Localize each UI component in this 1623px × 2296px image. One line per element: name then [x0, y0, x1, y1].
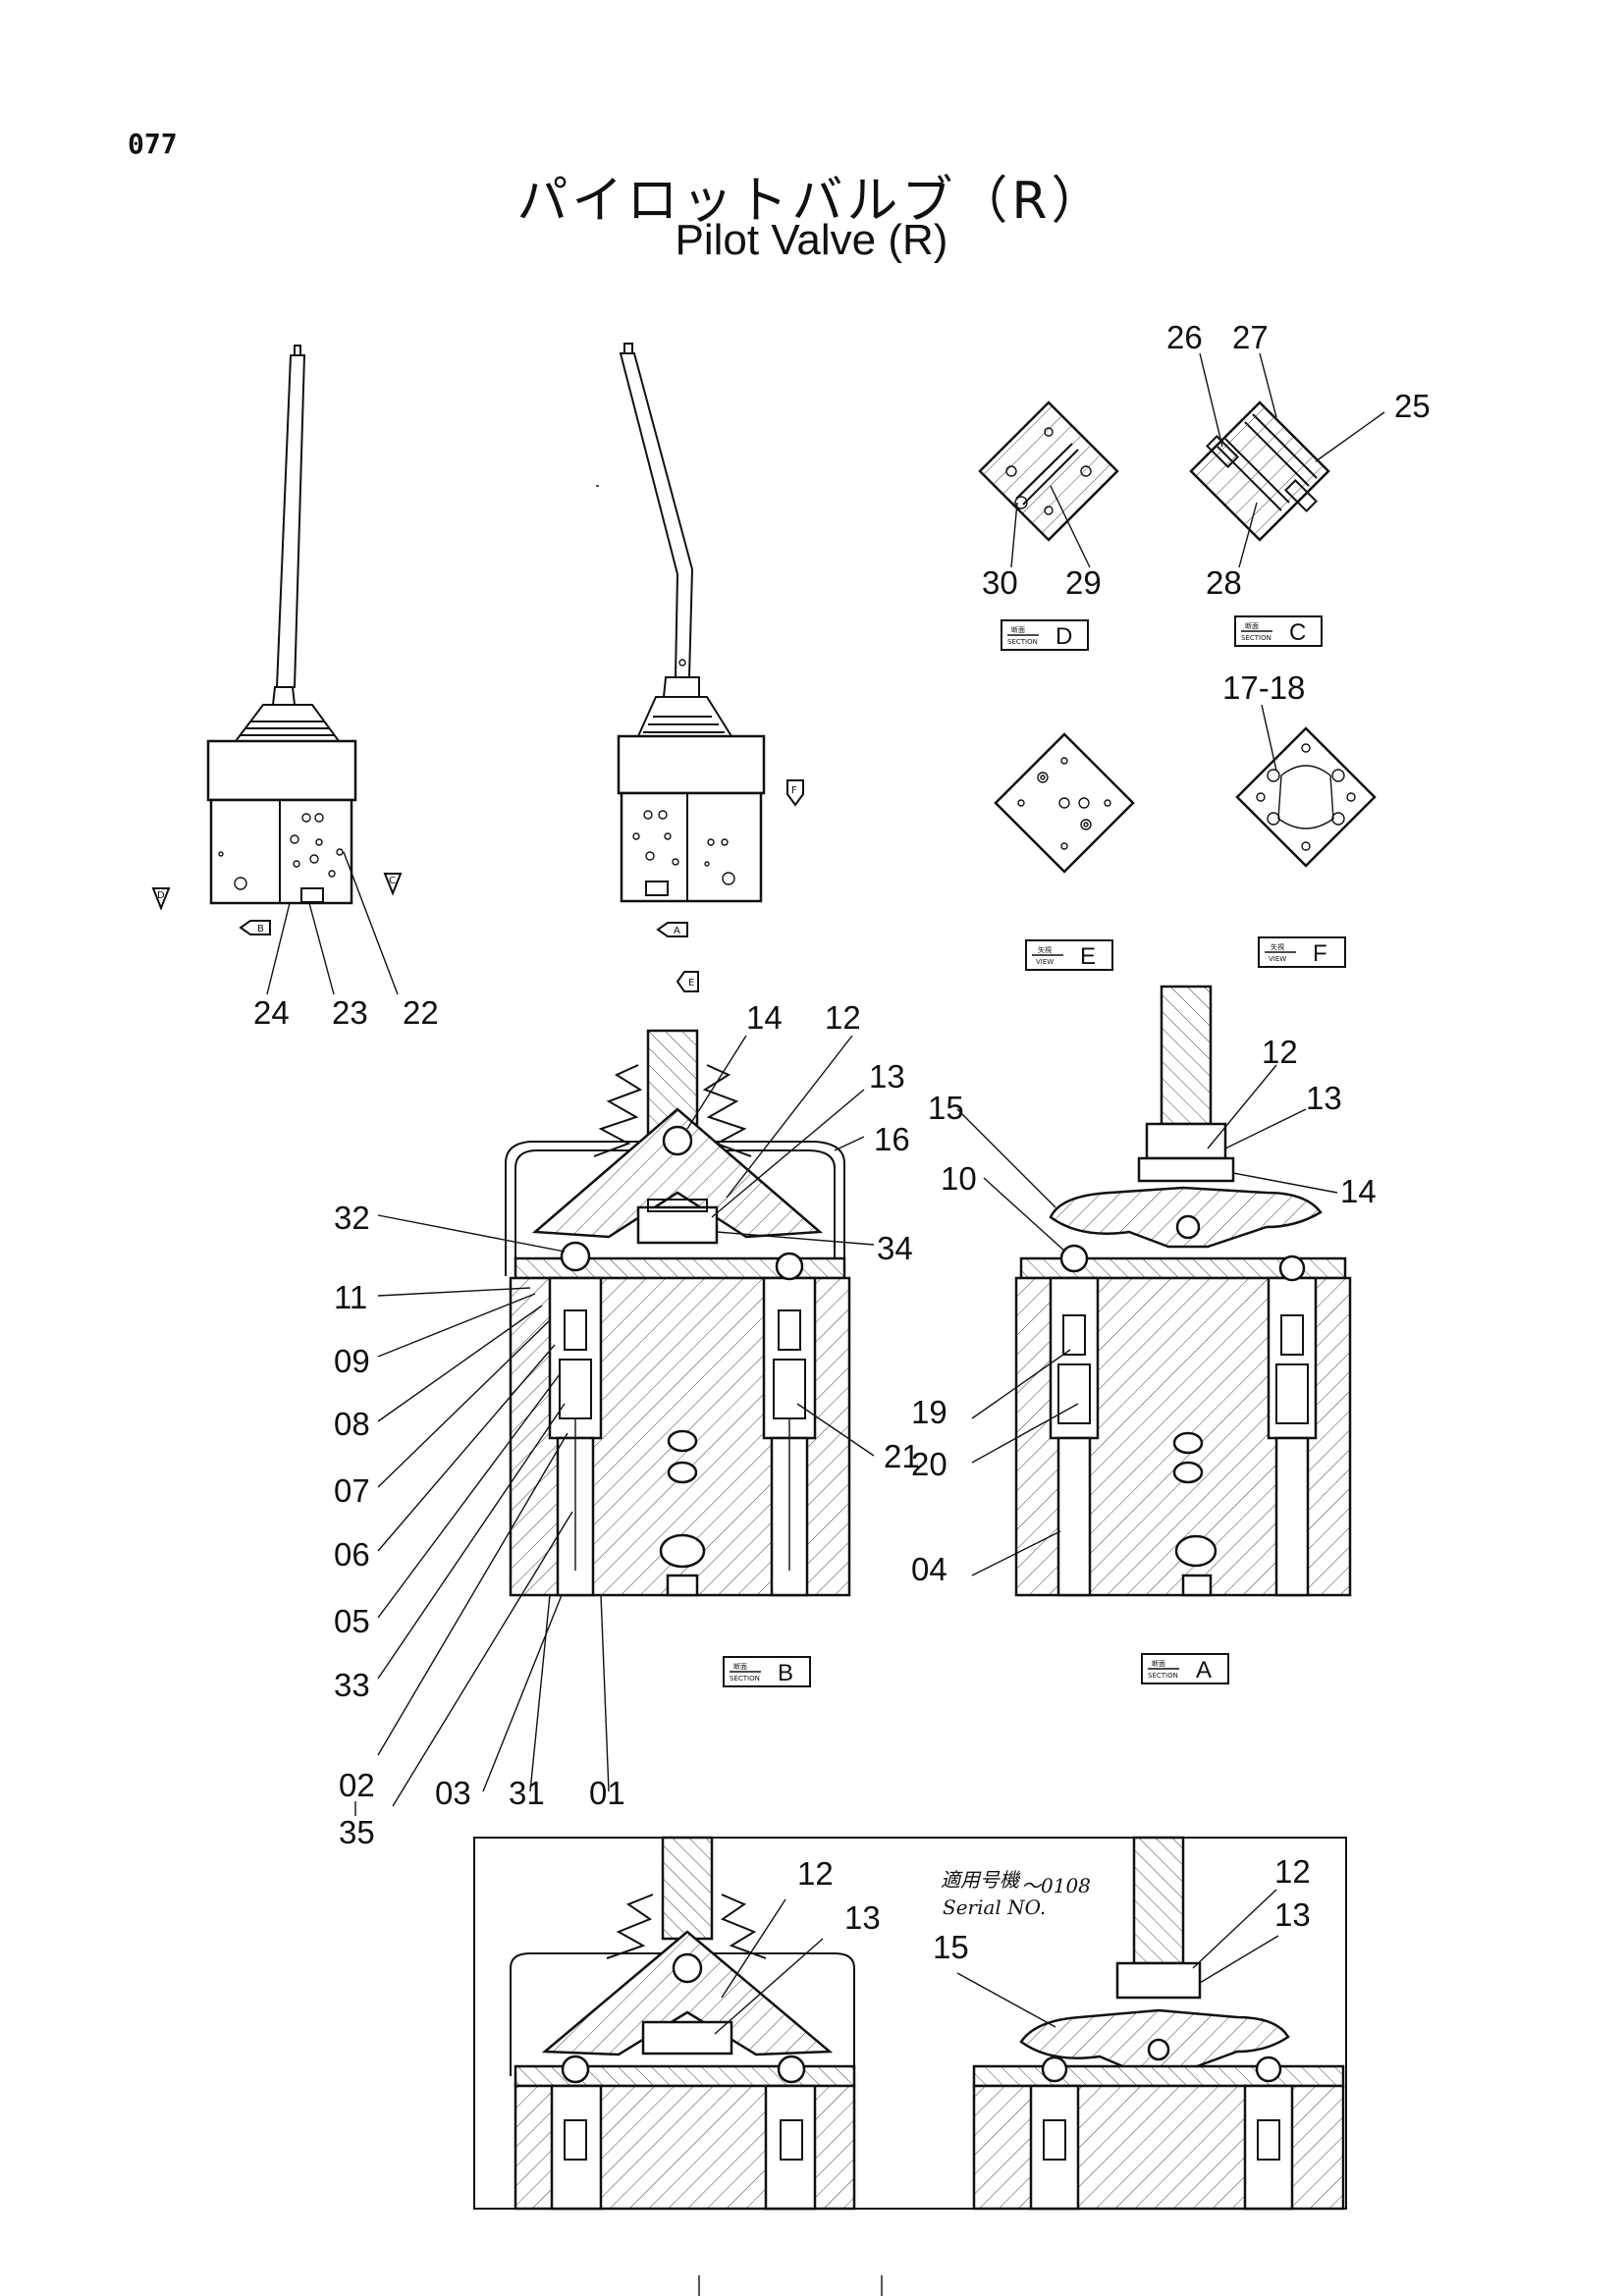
- tag-section-b: 断面 SECTION B: [723, 1656, 811, 1687]
- svg-text:C: C: [1289, 619, 1306, 646]
- callout-inset-12a: 12: [797, 1855, 834, 1892]
- title-english: Pilot Valve (R): [675, 216, 948, 264]
- callout-a15: 15: [928, 1090, 964, 1126]
- callout-a19: 19: [911, 1394, 947, 1430]
- svg-text:断面: 断面: [733, 1662, 747, 1671]
- callout-b13: 13: [869, 1058, 905, 1095]
- callout-a04: 04: [911, 1551, 947, 1587]
- svg-text:B: B: [778, 1660, 793, 1686]
- serial-label-jp: 適用号機: [941, 1868, 1021, 1892]
- callout-a14: 14: [1340, 1173, 1377, 1209]
- tag-view-e: 矢視 VIEW E: [1025, 939, 1113, 971]
- callout-a20: 20: [911, 1446, 947, 1482]
- callout-b03: 03: [435, 1775, 471, 1811]
- exterior-view-side: [596, 343, 804, 992]
- callout-24: 24: [253, 994, 290, 1031]
- arrow-letter-c: C: [389, 876, 396, 886]
- page-number: 077: [128, 128, 178, 160]
- callout-22: 22: [403, 994, 439, 1031]
- tag-section-c: 断面 SECTION C: [1234, 615, 1323, 647]
- callout-inset-13a: 13: [844, 1899, 881, 1936]
- callout-b14: 14: [746, 999, 783, 1036]
- callout-b01: 01: [589, 1775, 625, 1811]
- section-d-view: [978, 400, 1119, 568]
- callout-28: 28: [1206, 564, 1242, 601]
- callout-17-18: 17-18: [1222, 669, 1305, 706]
- callout-b34: 34: [877, 1230, 913, 1266]
- svg-text:矢視: 矢視: [1271, 942, 1284, 951]
- title-japanese: パイロットバルブ（R）: [516, 172, 1107, 231]
- callout-b11: 11: [334, 1279, 367, 1315]
- svg-text:SECTION: SECTION: [730, 1675, 760, 1682]
- callout-29: 29: [1065, 564, 1102, 601]
- arrow-letter-e: E: [688, 978, 694, 988]
- svg-text:断面: 断面: [1245, 621, 1259, 630]
- svg-text:SECTION: SECTION: [1007, 638, 1038, 646]
- tag-section-d: 断面 SECTION D: [1001, 619, 1089, 651]
- view-e: [994, 732, 1135, 874]
- callout-b33: 33: [334, 1667, 370, 1703]
- serial-range: ～0108: [1021, 1874, 1091, 1897]
- callout-23: 23: [332, 994, 368, 1031]
- exterior-view-front: [151, 345, 403, 995]
- callout-30: 30: [982, 564, 1018, 601]
- arrow-letter-a: A: [674, 926, 680, 936]
- view-f: [1235, 704, 1377, 868]
- svg-text:矢視: 矢視: [1038, 945, 1052, 954]
- callout-b02: 02: [339, 1767, 375, 1803]
- svg-text:D: D: [1055, 623, 1072, 650]
- svg-text:VIEW: VIEW: [1269, 955, 1286, 963]
- inset-earlier-serial: [473, 1836, 1347, 2211]
- arrow-letter-b: B: [257, 924, 264, 934]
- svg-text:断面: 断面: [1152, 1659, 1165, 1668]
- tag-view-f: 矢視 VIEW F: [1258, 936, 1346, 968]
- svg-text:SECTION: SECTION: [1241, 634, 1271, 642]
- callout-a13: 13: [1306, 1080, 1342, 1116]
- callout-25: 25: [1394, 388, 1431, 424]
- callout-b09: 09: [334, 1343, 370, 1379]
- svg-text:A: A: [1196, 1657, 1212, 1683]
- svg-text:SECTION: SECTION: [1148, 1672, 1178, 1680]
- svg-text:F: F: [1313, 940, 1327, 967]
- callout-a10: 10: [941, 1160, 977, 1197]
- callout-b32: 32: [334, 1200, 370, 1236]
- callout-b12: 12: [825, 999, 861, 1036]
- callout-b07: 07: [334, 1472, 370, 1509]
- callout-a12: 12: [1262, 1034, 1298, 1070]
- section-b-view: [377, 1029, 875, 1807]
- callout-26: 26: [1166, 319, 1203, 355]
- serial-label-en: Serial NO.: [943, 1896, 1046, 1919]
- callout-b05: 05: [334, 1603, 370, 1639]
- section-c-view: [1189, 352, 1385, 568]
- tag-section-a: 断面 SECTION A: [1141, 1653, 1229, 1684]
- svg-text:VIEW: VIEW: [1036, 958, 1054, 966]
- callout-b21: 21: [884, 1438, 920, 1474]
- section-a-view: [956, 985, 1352, 1597]
- arrow-letter-f: F: [791, 785, 797, 796]
- callout-27: 27: [1232, 319, 1269, 355]
- callout-inset-15: 15: [933, 1929, 969, 1965]
- callout-b08: 08: [334, 1406, 370, 1442]
- callout-b31: 31: [509, 1775, 545, 1811]
- svg-text:断面: 断面: [1011, 625, 1025, 634]
- callout-b16: 16: [874, 1121, 910, 1157]
- callout-b35: 35: [339, 1814, 375, 1850]
- callout-b06: 06: [334, 1536, 370, 1573]
- callout-inset-12b: 12: [1274, 1853, 1311, 1890]
- svg-text:E: E: [1080, 943, 1096, 970]
- callout-inset-13b: 13: [1274, 1896, 1311, 1933]
- arrow-letter-d: D: [157, 890, 165, 901]
